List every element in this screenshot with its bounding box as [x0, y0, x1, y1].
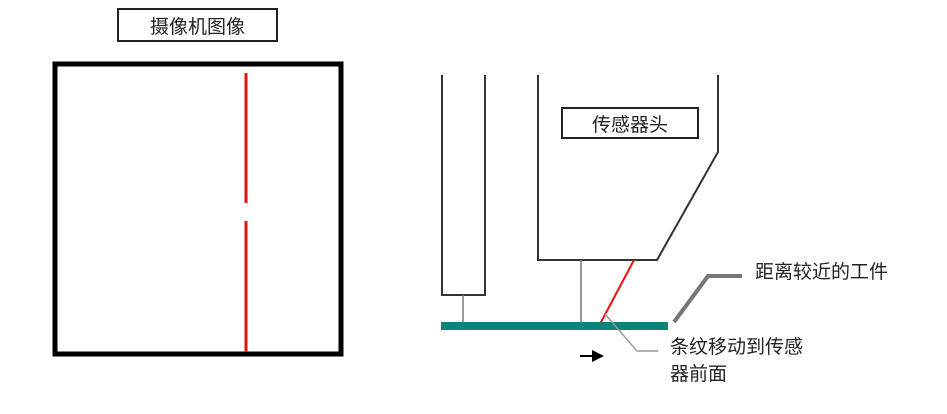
- sensor-head-label: 传感器头: [561, 107, 699, 139]
- workpiece-label: 距离较近的工件: [755, 261, 889, 283]
- laser-beam: [599, 259, 635, 325]
- camera-frame: [52, 61, 344, 357]
- stripe-label-line2: 器前面: [670, 363, 728, 385]
- camera-image-title: 摄像机图像: [117, 8, 278, 42]
- workpiece-leader-line: [672, 274, 742, 324]
- stripe-label-line1: 条纹移动到传感: [670, 336, 804, 358]
- workpiece-bar: [441, 322, 668, 330]
- sensor-head-body: [537, 75, 719, 261]
- right-arrow-icon: [580, 350, 604, 362]
- stripe-leader-line: [604, 313, 658, 352]
- reference-column: [441, 75, 486, 296]
